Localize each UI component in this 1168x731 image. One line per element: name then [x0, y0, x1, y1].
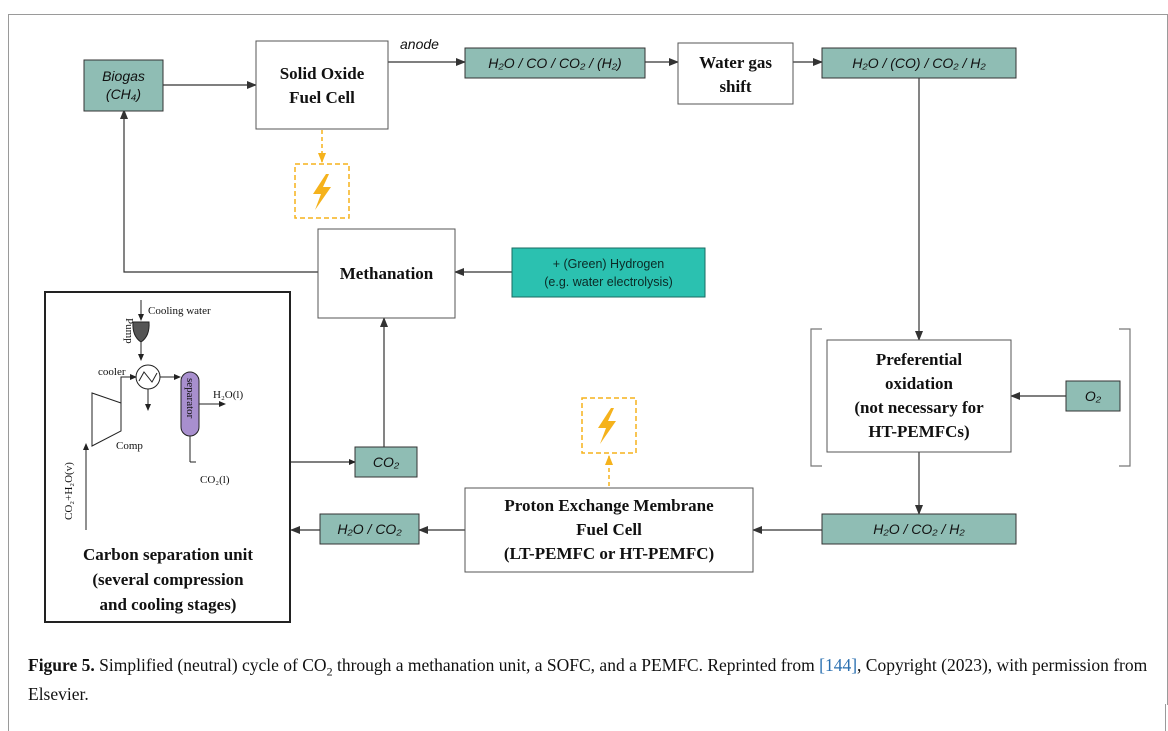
process-wgs-line1: Water gas — [699, 53, 772, 72]
process-wgs: Water gas shift — [677, 42, 794, 105]
stream-wgs-out: H₂O / (CO) / CO₂ / H₂ — [821, 47, 1017, 79]
carbon-unit-title-3: and cooling stages) — [100, 595, 237, 614]
carbon-unit-title-2: (several compression — [92, 570, 244, 589]
stream-pem-out: H₂O / CO₂ — [319, 513, 420, 545]
pump-icon — [132, 321, 150, 343]
anode-label: anode — [400, 36, 439, 52]
comp-label: Comp — [116, 440, 143, 452]
stream-biogas: Biogas (CH₄) — [83, 59, 164, 112]
process-sofc-line1: Solid Oxide — [280, 64, 365, 83]
process-pemfc-line1: Proton Exchange Membrane — [504, 496, 714, 515]
arrow-methanation-to-biogas — [120, 109, 318, 273]
hydrogen-line2: (e.g. water electrolysis) — [544, 275, 673, 289]
cooling-water-label: Cooling water — [148, 305, 211, 317]
stream-co2-label: CO₂ — [373, 454, 400, 470]
stream-o2: O₂ — [1065, 380, 1121, 412]
process-prox-line1: Preferential — [876, 350, 962, 369]
figure-caption: Figure 5. Simplified (neutral) cycle of … — [28, 654, 1158, 705]
stream-wgs-out-label: H₂O / (CO) / CO₂ / H₂ — [852, 55, 986, 71]
process-sofc: Solid Oxide Fuel Cell — [255, 40, 389, 130]
process-prox: Preferential oxidation (not necessary fo… — [810, 328, 1131, 467]
stream-o2-label: O₂ — [1085, 388, 1102, 404]
process-pemfc-line3: (LT-PEMFC or HT-PEMFC) — [504, 544, 714, 563]
cooler-label: cooler — [98, 366, 126, 378]
frame-stub-left — [8, 704, 9, 731]
stream-anode-out: H₂O / CO / CO₂ / (H₂) — [464, 47, 646, 79]
caption-reference-link[interactable]: [144] — [819, 655, 858, 675]
carbon-separation-unit: Cooling water Pump cooler Comp separator… — [44, 291, 291, 623]
stream-co2: CO₂ — [354, 446, 418, 478]
process-diagram: anode Biogas (CH₄) H₂O / CO / CO₂ / (H₂)… — [44, 36, 1131, 623]
process-methanation: Methanation — [317, 228, 456, 319]
pump-label: Pump — [123, 318, 135, 344]
hydrogen-line1: + (Green) Hydrogen — [553, 257, 665, 271]
energy-output-sofc — [294, 130, 350, 219]
co2-liquid-label: CO₂(l) — [200, 474, 230, 486]
co2-h2o-vapor-label: CO₂+H₂O(v) — [63, 462, 75, 520]
process-sofc-line2: Fuel Cell — [289, 88, 355, 107]
stream-anode-out-label: H₂O / CO / CO₂ / (H₂) — [488, 55, 621, 71]
caption-text-c: , Copyright (2023), with permission from… — [28, 655, 1148, 704]
caption-label: Figure 5. — [28, 655, 95, 675]
h2o-liquid-label: H₂O(l) — [213, 389, 243, 401]
lightning-icon — [313, 174, 331, 210]
compressor-icon — [91, 392, 122, 447]
process-prox-line3: (not necessary for — [854, 398, 984, 417]
hydrogen-supply: + (Green) Hydrogen (e.g. water electroly… — [511, 247, 706, 298]
process-wgs-line2: shift — [719, 77, 751, 96]
energy-output-pemfc — [581, 397, 637, 486]
stream-prox-out: H₂O / CO₂ / H₂ — [821, 513, 1017, 545]
process-prox-line4: HT-PEMFCs) — [868, 422, 969, 441]
separator-label: separator — [184, 378, 196, 419]
process-prox-line2: oxidation — [885, 374, 954, 393]
stream-prox-out-label: H₂O / CO₂ / H₂ — [873, 521, 965, 537]
lightning-icon — [598, 408, 616, 444]
frame-stub-right — [1165, 704, 1166, 731]
stream-biogas-line2: (CH₄) — [106, 86, 141, 102]
stream-biogas-line1: Biogas — [102, 68, 145, 84]
stream-pem-out-label: H₂O / CO₂ — [337, 521, 402, 537]
process-methanation-label: Methanation — [340, 264, 434, 283]
process-pemfc: Proton Exchange Membrane Fuel Cell (LT-P… — [464, 487, 754, 573]
caption-text-b: through a methanation unit, a SOFC, and … — [332, 655, 820, 675]
process-pemfc-line2: Fuel Cell — [576, 520, 642, 539]
carbon-unit-title-1: Carbon separation unit — [83, 545, 253, 564]
caption-text-a: Simplified (neutral) cycle of CO — [94, 655, 327, 675]
caption-sub: 2 — [326, 664, 333, 679]
